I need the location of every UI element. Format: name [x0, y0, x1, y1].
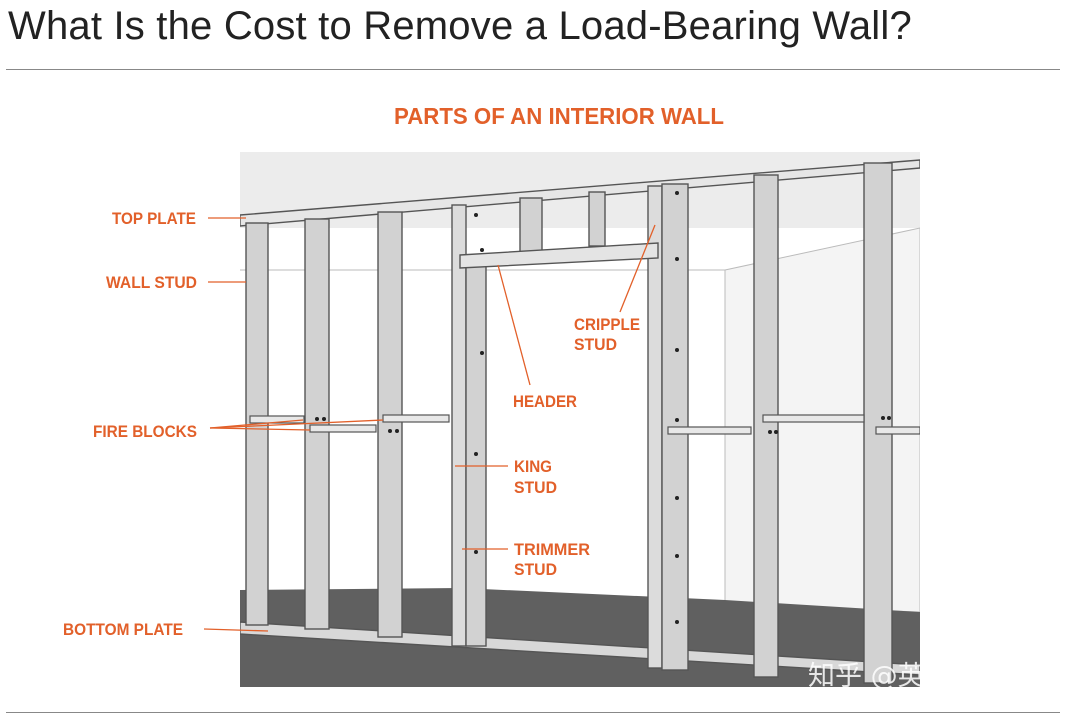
fire-block [667, 426, 752, 435]
bottom-plate [240, 621, 920, 676]
wall-stud [753, 174, 779, 678]
label-wall-stud: WALL STUD [106, 273, 197, 292]
label-bottom-plate: BOTTOM PLATE [63, 620, 183, 639]
fire-block [875, 426, 920, 435]
page-title: What Is the Cost to Remove a Load-Bearin… [8, 4, 912, 48]
leader-lines [203, 217, 656, 632]
bottom-divider [6, 712, 1060, 713]
fire-block [762, 414, 865, 423]
cripple-stud [519, 197, 543, 253]
wall-stud [863, 162, 893, 684]
wall-scene [240, 152, 920, 687]
label-trimmer-stud-2: STUD [514, 560, 557, 579]
screws [315, 191, 891, 624]
diagram-heading: PARTS OF AN INTERIOR WALL [394, 103, 724, 129]
label-king-stud-1: KING [514, 457, 552, 476]
fire-blocks [249, 414, 920, 435]
label-cripple-stud-2: STUD [574, 335, 617, 354]
top-plate [240, 159, 920, 227]
label-top-plate: TOP PLATE [112, 209, 196, 228]
label-fire-blocks: FIRE BLOCKS [93, 422, 197, 441]
label-trimmer-stud-1: TRIMMER [514, 540, 590, 559]
fire-block [382, 414, 450, 423]
fire-block [249, 415, 305, 424]
label-king-stud-2: STUD [514, 478, 557, 497]
fire-block [309, 424, 377, 433]
label-cripple-stud-1: CRIPPLE [574, 315, 640, 334]
cripple-stud [588, 191, 606, 247]
label-header: HEADER [513, 392, 577, 411]
title-divider [6, 69, 1060, 70]
header-beam [459, 242, 659, 269]
king-stud [451, 204, 467, 647]
watermark: 知乎 @英文赏析 [808, 661, 1006, 692]
wall-stud [377, 211, 403, 638]
